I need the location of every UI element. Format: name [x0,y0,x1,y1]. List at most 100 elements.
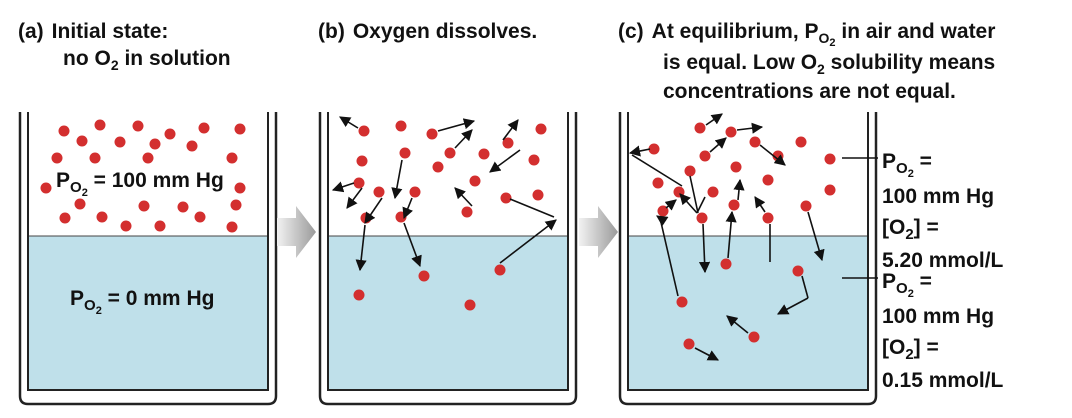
o2-molecule [51,152,63,164]
beaker-a-outer [18,112,278,406]
o2-molecule [230,199,242,211]
beaker-b-outer [318,112,578,406]
panel-c-tag: (c) [618,20,644,43]
water-p-subsub: 2 [95,305,102,317]
panel-c-heading-line1-pre: At equilibrium, P [651,20,819,43]
o2-molecule [226,221,238,233]
o2-molecule [478,148,490,160]
o2-molecule [59,212,71,224]
beaker-a-inner [27,112,269,391]
o2-molecule [234,123,246,135]
o2-molecule [748,331,760,343]
air-p-symbol: P [56,169,71,192]
c-air-c-post: ] = [913,216,939,239]
panel-c-air-label: PO2 = 100 mm Hg [O2] = 5.20 mmol/L [882,146,1003,276]
o2-molecule [234,182,246,194]
o2-molecule [762,212,774,224]
panel-c-heading-line2-pre: is equal. Low O [663,51,818,74]
motion-arrow [502,119,519,141]
motion-arrow [659,217,679,297]
c-air-p-symbol: P [882,150,897,173]
o2-molecule [535,123,547,135]
motion-arrow [705,113,723,126]
c-water-p-sub: O [896,280,908,297]
c-air-p-value: 100 mm Hg [882,185,995,208]
motion-arrow [694,347,719,361]
c-water-c-pre: [O [882,336,906,359]
motion-arrows-c [628,113,825,361]
motion-arrow [364,197,383,224]
o2-molecule [469,175,481,187]
o2-molecule [728,199,740,211]
panel-c-heading: (c)At equilibrium, PO2 in air and water … [618,18,995,105]
motion-arrow [355,224,367,272]
transition-arrow-ab [277,206,316,258]
o2-molecule [426,128,438,140]
c-air-c-value: 5.20 mmol/L [882,249,1004,272]
c-air-c-pre: [O [882,216,906,239]
o2-molecule [528,154,540,166]
o2-molecule [444,147,456,159]
o2-molecule [120,220,132,232]
o2-molecule [648,143,660,155]
o2-molecule [94,119,106,131]
motion-arrows-b [331,116,557,272]
o2-molecule [132,120,144,132]
panel-a-air-pressure-label: PO2 = 100 mm Hg [56,166,224,199]
c-air-p-subsub: 2 [907,168,914,180]
o2-molecule [356,155,368,167]
o2-molecule [652,177,664,189]
water-b [328,236,568,390]
motion-arrow [807,211,825,262]
panel-a-heading: (a)Initial state: no O2 in solution [18,18,231,74]
o2-molecule [40,182,52,194]
c-water-p-value: 100 mm Hg [882,305,995,328]
o2-molecule [696,212,708,224]
o2-molecule [683,338,695,350]
motion-arrow [696,196,706,214]
o2-molecule [358,125,370,137]
c-air-c-sub: 2 [905,226,914,243]
o2-molecule [762,174,774,186]
o2-molecule [684,165,696,177]
motion-arrow [759,144,786,166]
o2-molecule [395,120,407,132]
panel-c-water-label: PO2 = 100 mm Hg [O2] = 0.15 mmol/L [882,266,1003,396]
beaker-c-inner [627,112,869,391]
water-p-value: = 0 mm Hg [101,287,215,310]
motion-arrow [689,175,699,214]
container-a [18,112,278,406]
o2-molecule [707,186,719,198]
panel-a-heading-line2-pre: no O [63,47,111,70]
panel-c-heading-line1-subsub: 2 [829,37,836,49]
o2-molecule [89,152,101,164]
motion-arrow [679,193,698,214]
o2-molecule [800,200,812,212]
motion-arrow [489,149,521,173]
o2-molecule [730,161,742,173]
beaker-c-outer [618,112,878,406]
c-air-p-eq: = [913,150,932,173]
o2-molecule [149,138,161,150]
air-p-value: = 100 mm Hg [87,169,224,192]
water-p-sub: O [84,297,96,314]
o2-molecule [461,206,473,218]
o2-molecule [699,150,711,162]
o2-molecule [164,128,176,140]
motion-arrow [437,118,476,132]
o2-molecule [532,189,544,201]
c-air-p-sub: O [896,160,908,177]
o2-molecule [418,270,430,282]
o2-molecule [824,153,836,165]
c-water-p-symbol: P [882,270,897,293]
o2-molecule [194,211,206,223]
c-water-p-eq: = [913,270,932,293]
o2-molecule [353,177,365,189]
o2-molecule [373,186,385,198]
o2-molecule [694,122,706,134]
o2-molecule [142,152,154,164]
o2-molecule [720,258,732,270]
motion-arrow [454,129,473,149]
o2-molecule [58,125,70,137]
